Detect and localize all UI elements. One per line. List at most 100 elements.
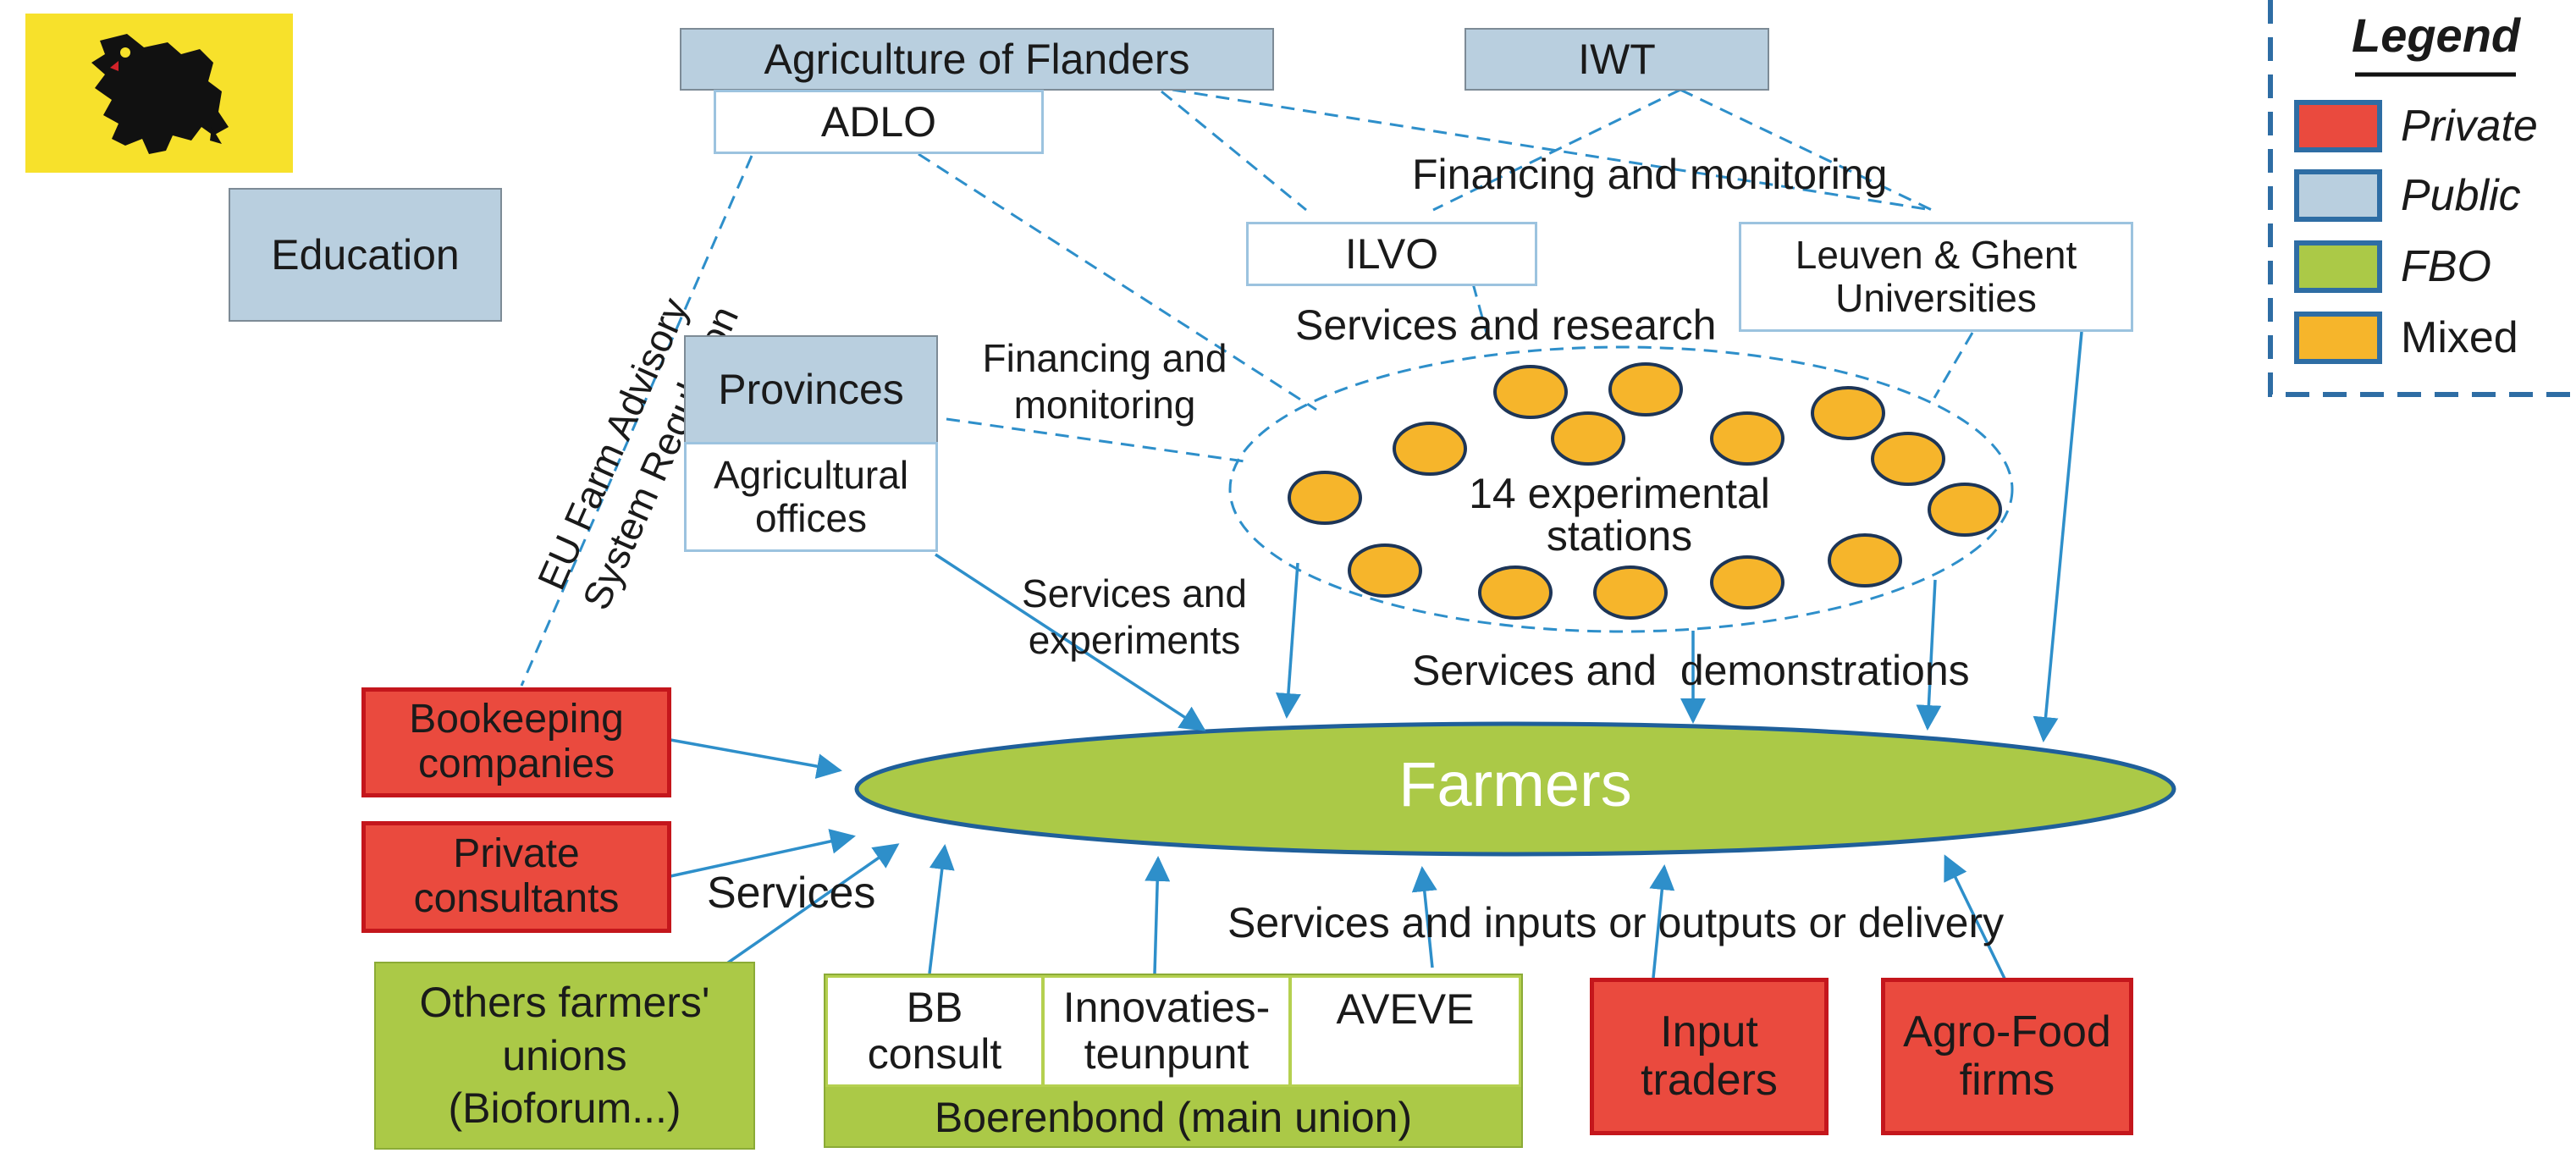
other-unions-line3: (Bioforum...) [448,1084,681,1133]
legend-swatch-mixed [2294,312,2382,364]
education-box: Education [229,188,502,322]
legend-title: Legend [2352,8,2521,62]
arrow-bookkeeping-farmers [670,738,842,779]
agro-food-line1: Agro-Food [1903,1007,2111,1056]
station-dot [1593,565,1668,620]
aveve-label: AVEVE [1336,985,1475,1033]
services-experiments-line2: experiments [1028,618,1241,663]
financing-monitoring-label: Financing and monitoring [1412,151,1888,198]
link-iwt-ilvo [1432,88,1681,212]
stations-label: 14 experimental stations [1450,472,1789,557]
iwt-label: IWT [1578,35,1656,83]
arrow-bbconsult-farmers [928,844,955,974]
farmers-ellipse [854,721,2176,857]
innovatiesteunpunt-line2: teunpunt [1084,1030,1249,1078]
legend-label-public: Public [2401,171,2521,220]
agriculture-of-flanders-box: Agriculture of Flanders [680,28,1274,91]
services-label: Services [707,869,876,918]
aveve-box: AVEVE [1289,975,1521,1087]
other-farmers-unions-box: Others farmers' unions (Bioforum...) [374,962,755,1150]
link-adlo-stations [918,152,1317,411]
legend-frame [2268,0,2576,397]
agro-food-line2: firms [1959,1056,2055,1105]
input-traders-box: Input traders [1590,978,1829,1135]
services-experiments-label: Services and experiments [1007,571,1261,664]
arrow-aveve-farmers [1411,866,1437,968]
link-adlo-bookkeeping [520,155,753,687]
link-provinces-stations [946,417,1245,463]
agriculture-of-flanders-label: Agriculture of Flanders [764,35,1190,83]
dashed-connectors [520,88,1974,687]
link-universities-stations [1933,332,1974,399]
private-consultants-box: Private consultants [361,821,671,933]
other-unions-line2: unions [502,1031,627,1079]
education-label: Education [271,230,460,279]
station-dot [1608,362,1683,417]
legend-label-fbo: FBO [2401,242,2491,291]
station-dot [1928,483,2002,537]
stations-label-line2: stations [1546,512,1693,560]
other-unions-line1: Others farmers' [419,979,710,1027]
bookkeeping-companies-box: Bookeeping companies [361,687,671,797]
input-traders-line1: Input [1660,1007,1758,1056]
station-dot [1828,533,1902,588]
services-inputs-label: Services and inputs or outputs or delive… [1227,899,2005,946]
station-dot [1493,365,1568,419]
services-experiments-line1: Services and [1022,571,1247,615]
station-dot [1393,422,1467,476]
universities-box: Leuven & Ghent Universities [1739,222,2133,332]
flanders-flag [25,14,293,173]
station-dot [1288,471,1362,525]
bb-consult-line1: BB [906,984,963,1031]
provinces-label: Provinces [718,365,904,413]
station-dot [1551,411,1625,466]
arrow-agrofood-farmers [1944,854,2008,983]
arrow-universities-farmers [2033,331,2083,742]
stations-label-line1: 14 experimental [1469,470,1770,517]
agro-food-firms-box: Agro-Food firms [1881,978,2133,1135]
input-traders-line2: traders [1641,1056,1778,1105]
legend-swatch-private [2294,100,2382,152]
lion-icon [91,34,229,154]
station-dot [1710,411,1784,466]
ilvo-box: ILVO [1246,222,1537,286]
bookkeeping-line2: companies [417,742,615,786]
agricultural-offices-box: Agricultural offices [684,442,938,552]
universities-label-line1: Leuven & Ghent [1795,233,2077,278]
legend [2268,0,2576,397]
link-ilvo-stations [1471,283,1492,346]
provinces-box: Provinces [684,335,938,444]
bb-consult-box: BB consult [825,975,1044,1087]
services-research-label: Services and research [1295,301,1717,349]
station-dot [1871,432,1945,486]
station-dot [1478,565,1553,620]
arrow-stations-farmers-1 [1275,562,1301,719]
financing-provinces-label: Financing and monitoring [965,335,1244,428]
station-dot [1811,386,1885,440]
universities-label-line2: Universities [1835,276,2037,320]
arrow-provinces-farmers [935,553,1206,731]
arrow-innovatiesteunpunt-farmers [1145,856,1171,974]
link-aof-universities [1172,88,1933,212]
innovatiesteunpunt-line1: Innovaties- [1062,984,1271,1031]
private-consultants-line2: consultants [413,876,620,921]
arrow-stations-farmers-3 [1916,579,1942,731]
legend-swatch-public [2294,169,2382,222]
financing-provinces-line2: monitoring [1013,383,1196,428]
private-consultants-line1: Private [453,831,580,877]
adlo-box: ADLO [714,90,1044,154]
agricultural-offices-line2: offices [754,496,868,540]
bookkeeping-line1: Bookeeping [409,697,624,742]
innovatiesteunpunt-box: Innovaties- teunpunt [1042,975,1291,1087]
stations-ellipse [1228,345,2014,633]
legend-label-mixed: Mixed [2401,313,2518,362]
legend-label-private: Private [2401,102,2538,151]
farmers-label: Farmers [1398,749,1632,819]
station-dot [1710,555,1784,610]
station-dots [1288,362,2002,620]
iwt-box: IWT [1465,28,1769,91]
station-dot [1348,543,1422,598]
financing-provinces-line1: Financing and [982,336,1227,380]
